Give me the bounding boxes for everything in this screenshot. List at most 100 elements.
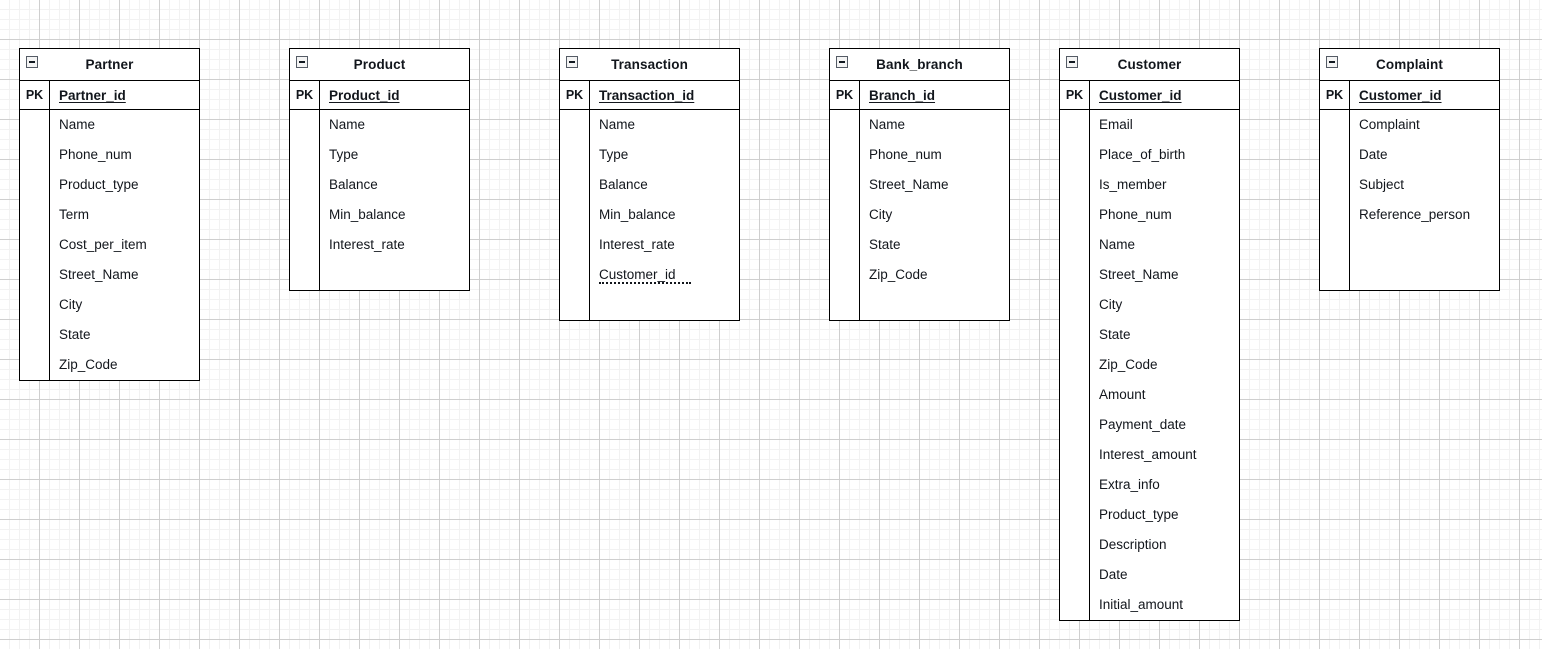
attribute-label: Zip_Code [869,267,928,282]
minus-square-icon[interactable] [26,56,38,68]
attribute-row[interactable]: Place_of_birth [1090,140,1239,170]
attribute-row[interactable]: Phone_num [1090,200,1239,230]
attribute-row[interactable]: Name [50,110,199,140]
primary-key-name: Customer_id [1099,87,1182,103]
attribute-row[interactable]: Name [320,110,469,140]
attribute-row[interactable]: Phone_num [50,140,199,170]
attribute-row[interactable]: Interest_rate [590,230,739,260]
minus-square-icon[interactable] [1066,56,1078,68]
attribute-label: Interest_amount [1099,447,1197,462]
entity-header: Product [290,49,469,81]
attribute-row[interactable]: Payment_date [1090,410,1239,440]
attribute-row[interactable]: Date [1090,560,1239,590]
attribute-row[interactable]: Product_type [50,170,199,200]
attribute-label: City [59,297,83,312]
attribute-row[interactable]: Street_Name [860,170,1009,200]
attribute-row[interactable]: State [50,320,199,350]
attribute-label: Balance [329,177,378,192]
attribute-row[interactable]: Description [1090,530,1239,560]
attribute-key-gutter [560,110,590,320]
attribute-label: City [1099,297,1123,312]
attribute-row-empty[interactable] [590,290,739,320]
attribute-row[interactable]: Name [860,110,1009,140]
attribute-row[interactable]: City [50,290,199,320]
attribute-row-empty[interactable] [1350,260,1499,290]
minus-square-icon[interactable] [836,56,848,68]
attribute-row[interactable]: Street_Name [1090,260,1239,290]
attribute-row[interactable]: Extra_info [1090,470,1239,500]
attribute-row[interactable]: Amount [1090,380,1239,410]
attribute-row-empty[interactable] [320,260,469,290]
attribute-label: Date [1359,147,1388,162]
attribute-row[interactable]: Type [320,140,469,170]
minus-square-icon[interactable] [296,56,308,68]
minus-square-icon[interactable] [1326,56,1338,68]
attribute-label: Interest_rate [599,237,675,252]
attribute-row[interactable]: Zip_Code [860,260,1009,290]
entity-title: Customer [1117,56,1182,72]
attribute-row[interactable]: Min_balance [590,200,739,230]
primary-key-name: Product_id [329,87,400,103]
attribute-row[interactable]: Street_Name [50,260,199,290]
minus-square-icon[interactable] [566,56,578,68]
attribute-row[interactable]: Name [590,110,739,140]
attribute-label: Customer_id [599,267,676,282]
attribute-row[interactable]: State [1090,320,1239,350]
pk-badge: PK [830,81,860,109]
attribute-row[interactable]: Subject [1350,170,1499,200]
attribute-row[interactable]: City [1090,290,1239,320]
attribute-row[interactable]: Email [1090,110,1239,140]
attribute-row[interactable]: Interest_rate [320,230,469,260]
primary-key-name: Transaction_id [599,87,695,103]
attribute-row[interactable]: Reference_person [1350,200,1499,230]
attribute-key-gutter [20,110,50,380]
attribute-label: Name [1099,237,1136,252]
attribute-row[interactable]: Product_type [1090,500,1239,530]
attribute-label: Name [329,117,366,132]
attribute-row[interactable]: City [860,200,1009,230]
attribute-row[interactable]: Complaint [1350,110,1499,140]
entity-header: Transaction [560,49,739,81]
attribute-row[interactable]: Interest_amount [1090,440,1239,470]
attribute-row[interactable]: Min_balance [320,200,469,230]
attribute-row[interactable]: Term [50,200,199,230]
attribute-row[interactable]: Name [1090,230,1239,260]
primary-key-row[interactable]: PK Branch_id [830,81,1009,110]
attribute-row[interactable]: Phone_num [860,140,1009,170]
attribute-row[interactable]: Zip_Code [1090,350,1239,380]
attribute-row[interactable]: Date [1350,140,1499,170]
attribute-row-empty[interactable] [1350,230,1499,260]
attribute-row[interactable]: Zip_Code [50,350,199,380]
attribute-row-foreign-key[interactable]: Customer_id [590,260,739,290]
attribute-row[interactable]: Is_member [1090,170,1239,200]
entity-header: Partner [20,49,199,81]
attribute-label: State [869,237,901,252]
attribute-label: Street_Name [59,267,139,282]
attribute-row[interactable]: State [860,230,1009,260]
attribute-row[interactable]: Cost_per_item [50,230,199,260]
primary-key-name: Branch_id [869,87,936,103]
attribute-row[interactable]: Balance [320,170,469,200]
attribute-row-empty[interactable] [860,290,1009,320]
attribute-row[interactable]: Initial_amount [1090,590,1239,620]
attribute-row[interactable]: Balance [590,170,739,200]
pk-badge: PK [1320,81,1350,109]
attribute-row[interactable]: Type [590,140,739,170]
